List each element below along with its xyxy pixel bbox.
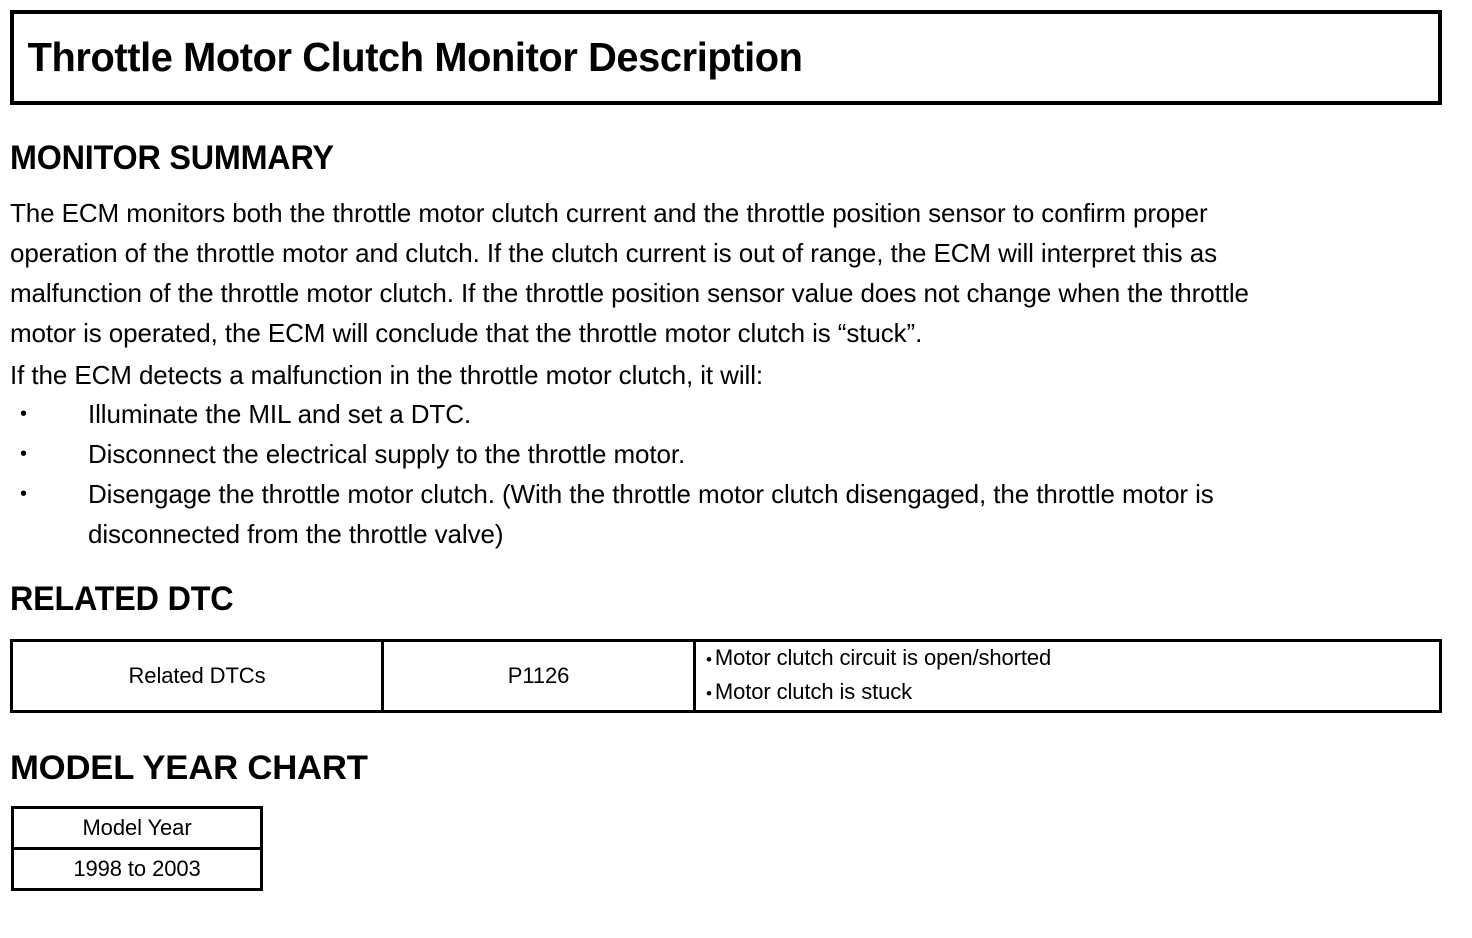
related-dtc-table: Related DTCs P1126 •Motor clutch circuit…	[10, 639, 1442, 713]
table-cell-dtc-code: P1126	[384, 642, 696, 710]
section-heading-monitor-summary: MONITOR SUMMARY	[10, 139, 334, 177]
paragraph-line: The ECM monitors both the throttle motor…	[10, 198, 1208, 228]
list-item-label: Disengage the throttle motor clutch. (Wi…	[88, 479, 1214, 509]
document-title-box: Throttle Motor Clutch Monitor Descriptio…	[10, 10, 1442, 105]
bullet-icon: •	[20, 483, 27, 505]
list-item: • Disengage the throttle motor clutch. (…	[10, 474, 1450, 554]
section-heading-related-dtc: RELATED DTC	[10, 580, 234, 618]
list-item: • Illuminate the MIL and set a DTC.	[10, 394, 1450, 434]
table-cell-descriptions: •Motor clutch circuit is open/shorted •M…	[696, 642, 1439, 710]
paragraph-line: operation of the throttle motor and clut…	[10, 238, 1217, 268]
table-list-item: •Motor clutch circuit is open/shorted	[706, 642, 1051, 676]
bullet-icon: •	[20, 403, 27, 425]
table-header-model-year: Model Year	[14, 809, 260, 850]
bullet-icon: •	[20, 443, 27, 465]
section-heading-model-year-chart: MODEL YEAR CHART	[10, 749, 368, 787]
bullet-icon: •	[706, 684, 712, 703]
bullet-list-intro: If the ECM detects a malfunction in the …	[10, 360, 763, 390]
table-cell-row-label: Related DTCs	[13, 642, 384, 710]
table-row: 1998 to 2003	[14, 850, 260, 888]
paragraph-line: malfunction of the throttle motor clutch…	[10, 278, 1249, 308]
list-item-label: Illuminate the MIL and set a DTC.	[88, 399, 472, 429]
paragraph-line: motor is operated, the ECM will conclude…	[10, 318, 923, 348]
monitor-summary-paragraph: The ECM monitors both the throttle motor…	[10, 193, 1450, 353]
list-item: • Disconnect the electrical supply to th…	[10, 434, 1450, 474]
model-year-table: Model Year 1998 to 2003	[11, 806, 263, 891]
list-item-label: Disconnect the electrical supply to the …	[88, 439, 686, 469]
table-list-item-label: Motor clutch circuit is open/shorted	[714, 645, 1052, 670]
table-list-item-label: Motor clutch is stuck	[714, 679, 913, 704]
table-cell-model-year-range: 1998 to 2003	[73, 856, 201, 881]
page-title: Throttle Motor Clutch Monitor Descriptio…	[27, 34, 803, 80]
bullet-icon: •	[706, 650, 712, 669]
list-item-label-continuation: disconnected from the throttle valve)	[88, 519, 504, 549]
list-item-label-group: Disengage the throttle motor clutch. (Wi…	[88, 474, 1450, 554]
monitor-summary-bullet-list: • Illuminate the MIL and set a DTC. • Di…	[10, 394, 1450, 554]
table-list-item: •Motor clutch is stuck	[706, 676, 912, 710]
